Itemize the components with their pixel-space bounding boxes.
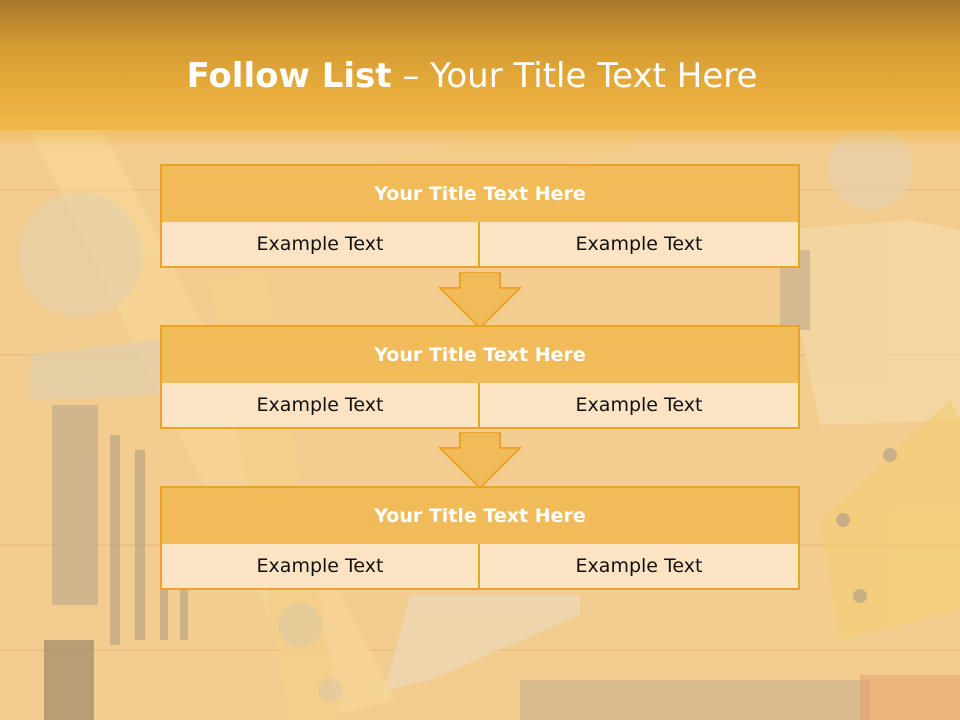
step-left-cell[interactable]: Example Text — [160, 383, 480, 429]
step-block-3[interactable]: Your Title Text Here Example Text Exampl… — [160, 486, 800, 590]
down-arrow-icon — [438, 272, 522, 330]
step-title: Your Title Text Here — [374, 183, 586, 205]
slide-title[interactable]: Follow List – Your Title Text Here — [0, 54, 944, 98]
step-left-cell[interactable]: Example Text — [160, 544, 480, 590]
title-bar-fade — [0, 118, 960, 148]
step-block-1[interactable]: Your Title Text Here Example Text Exampl… — [160, 164, 800, 268]
step-title-box[interactable]: Your Title Text Here — [160, 486, 800, 546]
step-title-box[interactable]: Your Title Text Here — [160, 325, 800, 385]
step-right-cell[interactable]: Example Text — [480, 544, 800, 590]
step-title: Your Title Text Here — [374, 505, 586, 527]
step-title: Your Title Text Here — [374, 344, 586, 366]
slide-title-bold: Follow List — [186, 56, 392, 96]
step-block-2[interactable]: Your Title Text Here Example Text Exampl… — [160, 325, 800, 429]
step-left-cell[interactable]: Example Text — [160, 222, 480, 268]
title-bar — [0, 0, 960, 130]
slide-title-rest: – Your Title Text Here — [391, 56, 758, 96]
down-arrow-icon — [438, 432, 522, 490]
step-right-cell[interactable]: Example Text — [480, 383, 800, 429]
step-title-box[interactable]: Your Title Text Here — [160, 164, 800, 224]
step-right-cell[interactable]: Example Text — [480, 222, 800, 268]
